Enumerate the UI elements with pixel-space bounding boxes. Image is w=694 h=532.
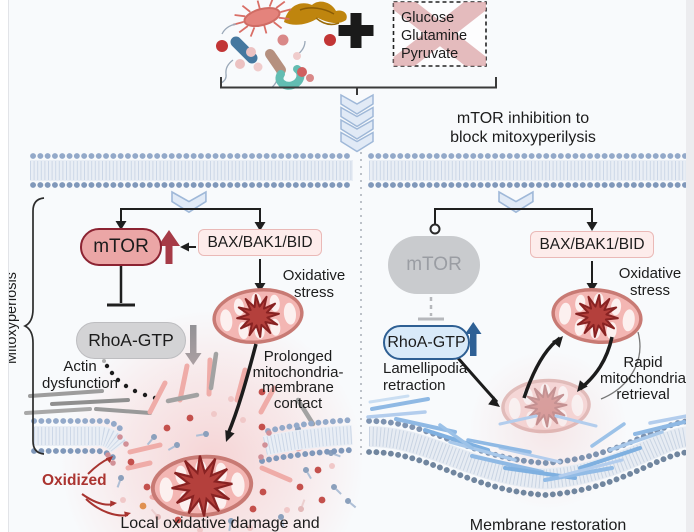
fungus-icon — [284, 1, 347, 26]
inhibition-bar-right-dashed — [418, 297, 444, 321]
actin-filaments-gray — [24, 389, 152, 415]
plus-icon — [338, 13, 374, 48]
blocked-connector-circle — [429, 223, 441, 235]
rhoa-node-left: RhoA-GTP — [76, 322, 186, 359]
oxidative-stress-label-left: Oxidative stress — [282, 267, 346, 301]
crossed-out-icon — [393, 2, 486, 66]
nutrient-item: Glutamine — [401, 28, 468, 45]
retrieval-arrow-up — [522, 336, 563, 399]
retrieval-thin-loop — [600, 331, 641, 400]
mtor-label: mTOR — [93, 236, 149, 257]
lamellipodia-retraction-label: Lamellipodia retraction — [383, 360, 468, 394]
nutrient-item: Pyruvate — [401, 46, 459, 63]
pathway-branch-left — [120, 208, 261, 222]
nutrients-list: Glucose Glutamine Pyruvate — [401, 9, 467, 64]
increase-arrow-icon-left — [158, 230, 180, 264]
nutrient-item: Glucose — [401, 10, 455, 26]
actin-dysfunction-label: Actin dysfunction — [42, 358, 118, 392]
bax-to-mtor-arrow — [180, 242, 196, 252]
lamellipodia-arrow — [456, 357, 500, 407]
bax-label: BAX/BAK1/BID — [539, 235, 645, 253]
lamellipodia-filaments — [366, 394, 694, 482]
plasma-membrane-upper — [30, 153, 694, 188]
right-caption: Membrane restoration — [469, 517, 627, 532]
pathway-branch-right — [434, 208, 593, 224]
mitoxyperiosis-brace — [23, 197, 45, 455]
bax-down-arrow-right — [586, 261, 598, 292]
rhoa-node-right: RhoA-GTP — [383, 325, 470, 360]
arrowhead — [115, 221, 127, 230]
prolonged-contact-label: Prolonged mitochondria- membrane contact — [252, 348, 344, 412]
down-chevrons-icon — [340, 94, 374, 153]
spiky-bacterium-icon — [232, 0, 292, 37]
bax-node-left: BAX/BAK1/BID — [198, 229, 322, 256]
bax-node-right: BAX/BAK1/BID — [530, 231, 654, 258]
collection-bracket — [220, 77, 497, 95]
nutrients-box — [392, 1, 487, 67]
figure-left-margin — [0, 0, 9, 532]
microbes-illustration — [216, 0, 347, 90]
arrowhead — [586, 222, 598, 231]
mtor-inhibition-annotation: mTOR inhibition to block mitoxyperilysis — [450, 110, 596, 146]
increase-arrow-icon-blue — [465, 322, 482, 356]
oxidative-stress-label-right: Oxidative stress — [618, 265, 682, 299]
retrieval-arrow-down — [577, 336, 614, 392]
mtor-node-right-inactive: mTOR — [388, 236, 480, 294]
inhibition-bar-left — [107, 266, 135, 307]
bax-down-arrow-left — [254, 259, 266, 292]
rhoa-label: RhoA-GTP — [88, 330, 174, 350]
flagella-threads — [220, 23, 306, 89]
damaged-membrane-left — [31, 417, 355, 466]
cocci-icons — [216, 34, 336, 82]
mtor-node-left: mTOR — [80, 228, 162, 266]
oxidized-arrows — [81, 456, 131, 518]
rhoa-label: RhoA-GTP — [387, 333, 466, 351]
arrowhead — [254, 222, 266, 231]
bax-label: BAX/BAK1/BID — [207, 233, 313, 251]
oxidized-label: Oxidized — [42, 472, 107, 489]
rapid-retrieval-label: Rapid mitochondria retrieval — [600, 354, 686, 403]
left-caption: Local oxidative damage and — [120, 515, 320, 532]
mtor-label: mTOR — [406, 254, 462, 275]
tan-rod-bacterium-icon — [265, 49, 286, 75]
figure-right-margin — [686, 0, 694, 532]
prolonged-contact-arrow — [225, 343, 258, 442]
